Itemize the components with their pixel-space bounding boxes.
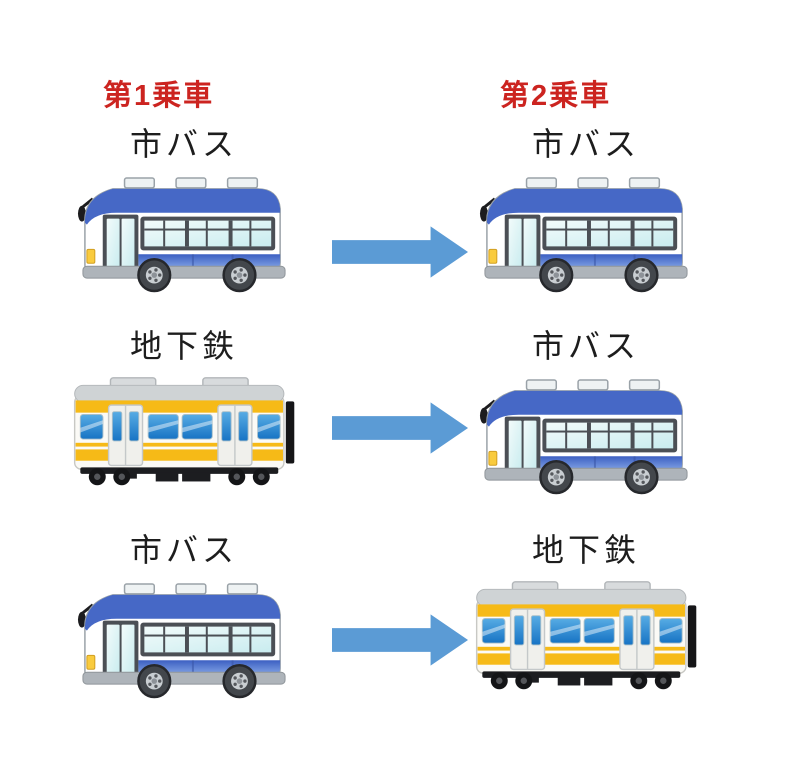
vehicle-label: 市バス	[531, 126, 640, 162]
vehicle-label: 市バス	[129, 532, 238, 568]
city-bus-icon	[68, 577, 300, 702]
subway-train-icon	[68, 373, 300, 490]
vehicle-label: 市バス	[531, 328, 640, 364]
right-arrow-icon	[332, 398, 470, 458]
row2-second-ride-cell: 市バス	[470, 328, 702, 498]
second-ride-header: 第2乗車	[500, 80, 612, 112]
vehicle-label: 地下鉄	[531, 532, 640, 568]
row3-second-ride-cell: 地下鉄	[470, 532, 702, 694]
first-ride-header: 第1乗車	[103, 80, 215, 112]
vehicle-label: 地下鉄	[129, 328, 238, 364]
row3-first-ride-cell: 市バス	[68, 532, 300, 702]
city-bus-icon	[68, 171, 300, 296]
vehicle-label: 市バス	[129, 126, 238, 162]
right-arrow-icon	[332, 222, 470, 282]
row1-first-ride-cell: 市バス	[68, 126, 300, 296]
city-bus-icon	[470, 373, 702, 498]
subway-train-icon	[470, 577, 702, 694]
city-bus-icon	[470, 171, 702, 296]
row1-second-ride-cell: 市バス	[470, 126, 702, 296]
row2-first-ride-cell: 地下鉄	[68, 328, 300, 490]
right-arrow-icon	[332, 610, 470, 670]
